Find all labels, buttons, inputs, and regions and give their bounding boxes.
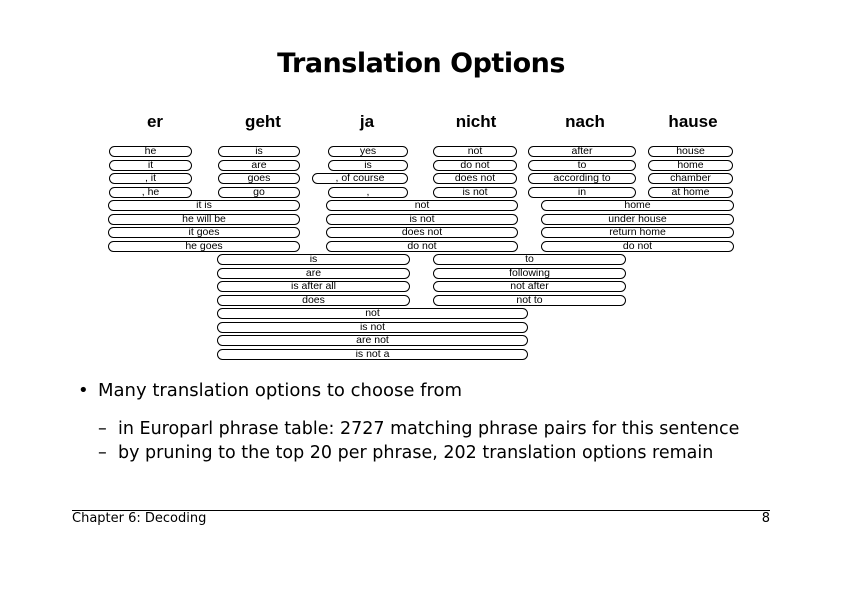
translation-option-geht-1: goes [218,173,300,184]
translation-option-nicht-1: do not [433,159,517,171]
translation-option-hause-1: at home [648,186,733,198]
footer-chapter: Chapter 6: Decoding [72,511,207,526]
source-word: hause [668,112,718,131]
translation-option-nicht-1: not [433,146,517,157]
source-word: er [146,112,164,131]
translation-option-er-1: , it [109,173,192,184]
source-word: geht [245,112,281,131]
translation-option-geht-ja: is [217,254,410,265]
footer-divider [72,510,770,511]
translation-option-er-geht: he goes [108,240,300,252]
footer-page-number: 8 [761,511,770,526]
translation-option-nach-hause: home [541,200,734,211]
translation-option-er-1: he [109,146,192,157]
translation-option-geht-ja: is after all [217,281,410,292]
translation-option-geht-1: is [218,146,300,157]
sub-bullet-1-text: in Europarl phrase table: 2727 matching … [118,419,740,439]
translation-option-nicht-nach: to [433,254,626,265]
translation-option-nicht-nach: following [433,267,626,279]
source-word: nach [565,112,605,131]
dash-icon: – [98,419,107,439]
translation-option-ja-1: yes [328,146,408,157]
translation-option-ja-nicht: does not [326,227,518,238]
translation-option-nach-1: according to [528,173,636,184]
translation-option-nicht-1: does not [433,173,517,184]
translation-option-er-geht: it goes [108,227,300,238]
translation-option-nach-1: after [528,146,636,157]
translation-option-er-geht: it is [108,200,300,211]
translation-option-ja-nicht: do not [326,240,518,252]
source-word: nicht [455,112,497,131]
sub-bullet-2-text: by pruning to the top 20 per phrase, 202… [118,443,714,463]
translation-option-er-1: , he [109,186,192,198]
translation-option-ja-nicht: is not [326,213,518,225]
translation-option-nach-hause: return home [541,227,734,238]
translation-option-er-1: it [109,159,192,171]
translation-option-nach-hause: under house [541,213,734,225]
translation-option-nach-1: to [528,159,636,171]
translation-option-geht-nicht: are not [217,335,528,346]
translation-option-nach-1: in [528,186,636,198]
translation-option-er-geht: he will be [108,213,300,225]
translation-option-nicht-nach: not after [433,281,626,292]
translation-option-geht-1: are [218,159,300,171]
translation-option-ja-1: , of course [312,173,408,184]
bullet-main-text: Many translation options to choose from [98,380,463,401]
translation-option-hause-1: house [648,146,733,157]
translation-option-nicht-nach: not to [433,294,626,306]
bullet-dot-icon: • [78,380,89,401]
translation-option-geht-ja: does [217,294,410,306]
translation-option-ja-nicht: not [326,200,518,211]
translation-option-geht-ja: are [217,267,410,279]
translation-option-geht-nicht: not [217,308,528,319]
translation-option-ja-1: , [328,186,408,198]
source-word: ja [359,112,375,131]
slide-title: Translation Options [277,48,565,79]
translation-option-geht-nicht: is not a [217,348,528,360]
translation-option-geht-nicht: is not [217,321,528,333]
dash-icon: – [98,443,107,463]
translation-option-ja-1: is [328,159,408,171]
translation-option-geht-1: go [218,186,300,198]
translation-option-nicht-1: is not [433,186,517,198]
translation-option-nach-hause: do not [541,240,734,252]
translation-option-hause-1: chamber [648,173,733,184]
translation-option-hause-1: home [648,159,733,171]
